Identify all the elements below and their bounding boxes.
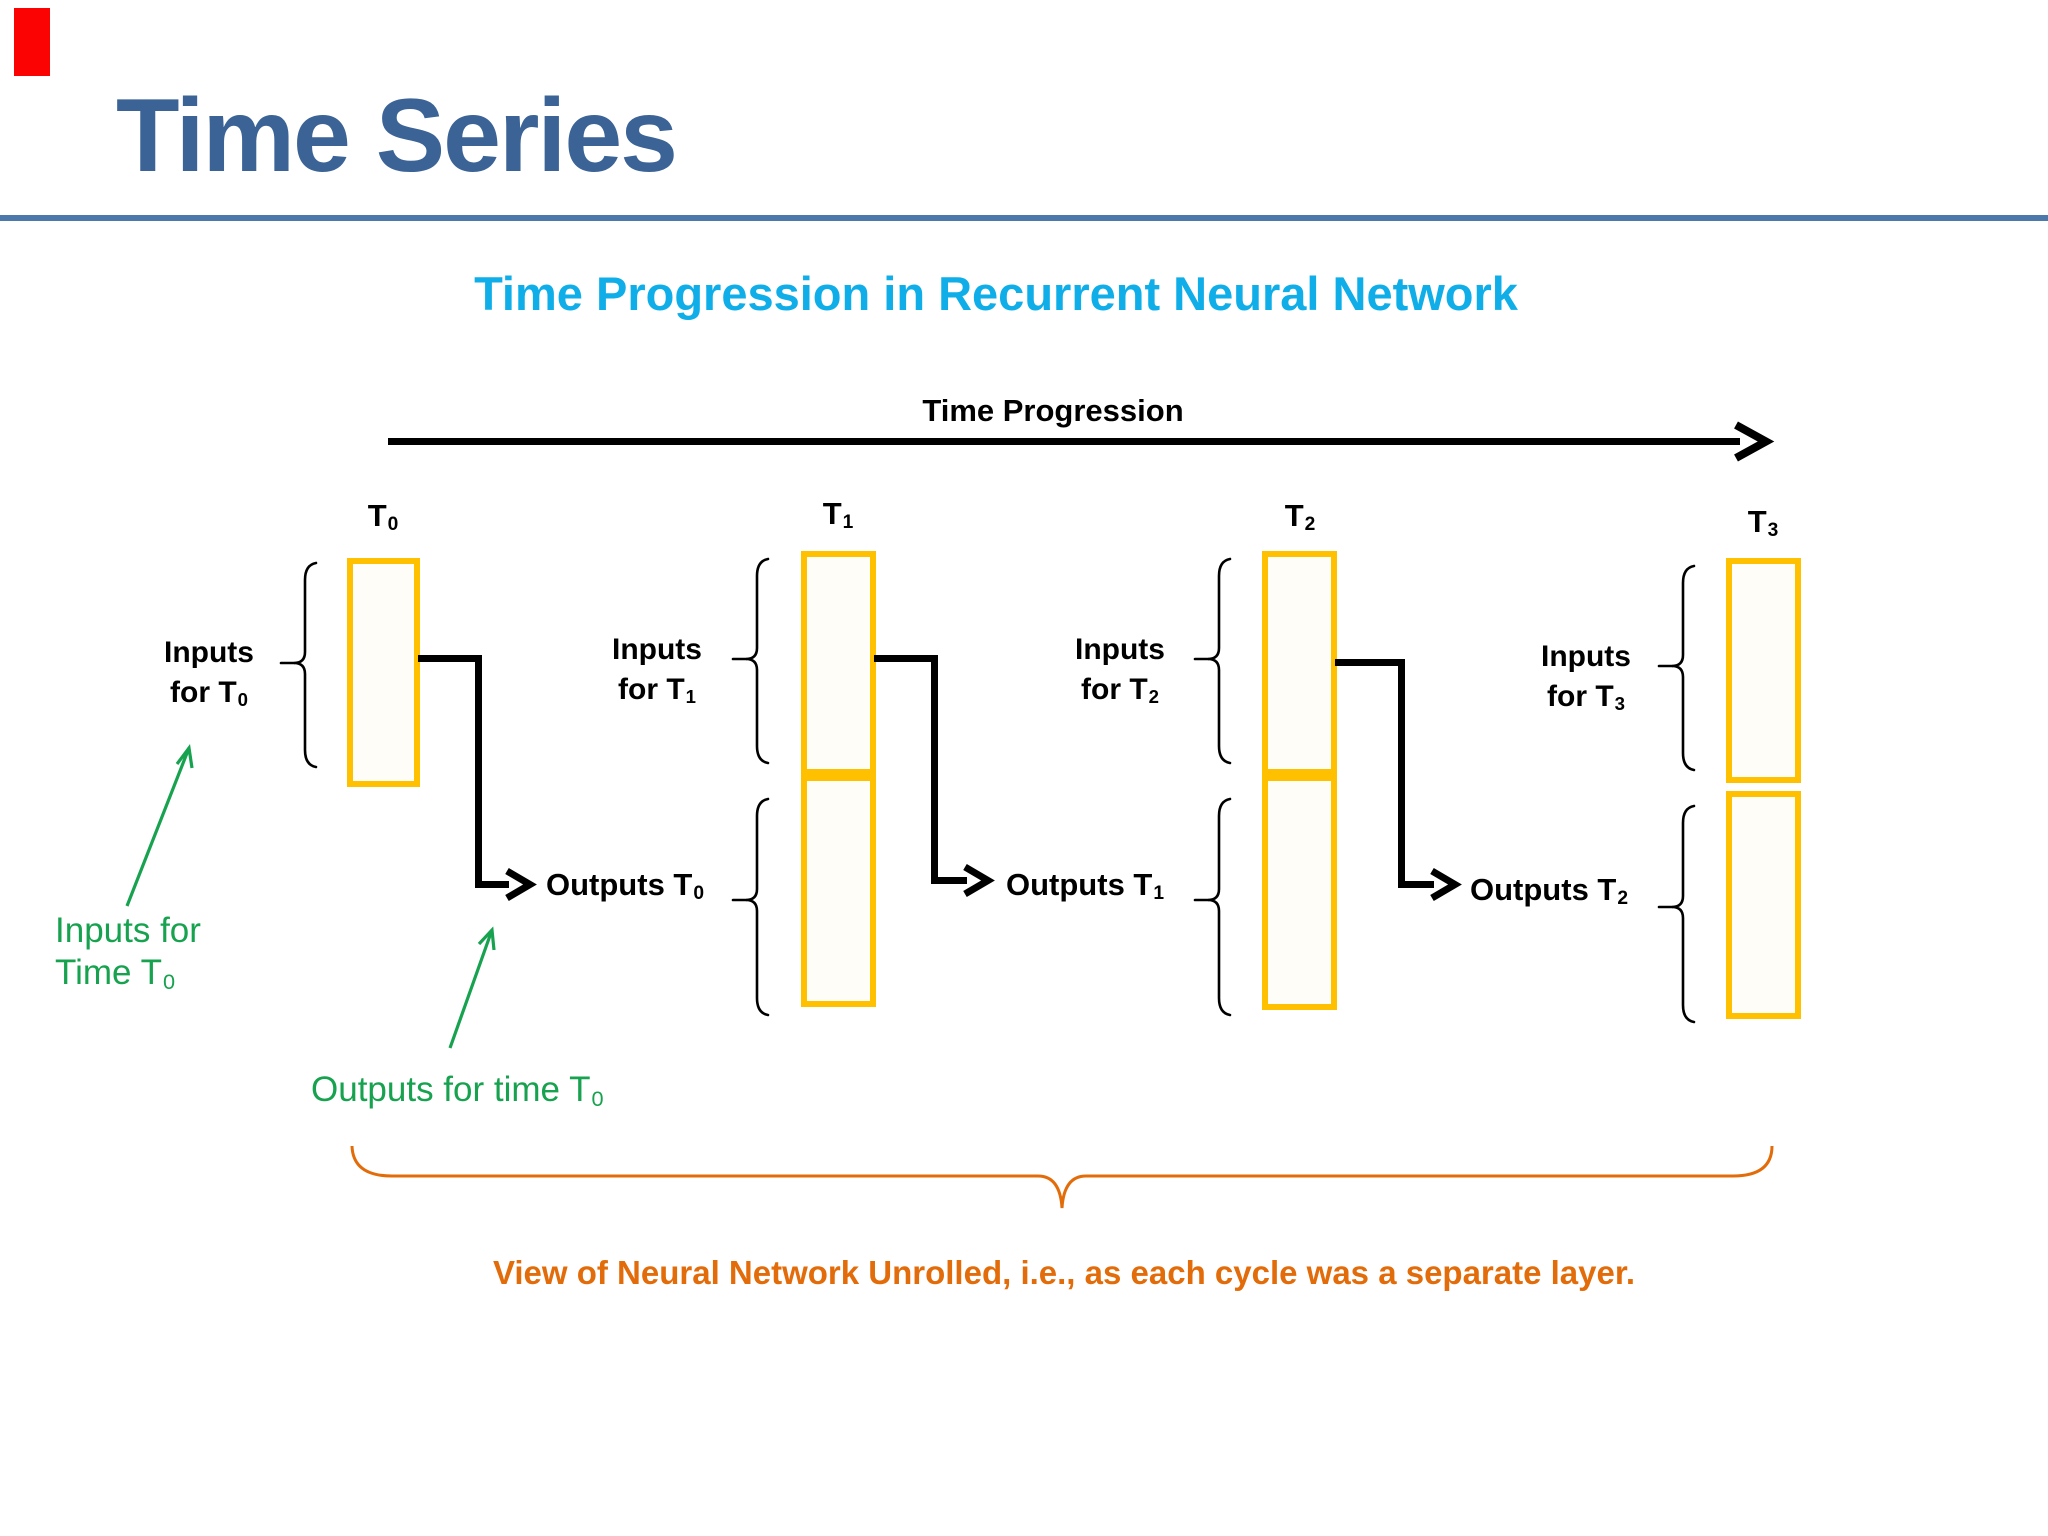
- t0-label-sub: 0: [387, 514, 399, 536]
- outputs-t1-base: Outputs T: [1006, 867, 1153, 902]
- t2-inputs-box: [1262, 551, 1337, 775]
- t0-label-base: T: [367, 498, 387, 533]
- t3-inputs-label: Inputs for T3: [1541, 637, 1631, 720]
- t2-label-base: T: [1284, 498, 1304, 533]
- t2-connector-horizontal: [1335, 659, 1405, 666]
- t2-inputs-line1: Inputs: [1075, 633, 1165, 666]
- t3-output-brace: [1657, 804, 1696, 1024]
- inputs-for-time-t0-note: Inputs for Time T0: [55, 910, 201, 998]
- t0-inputs-sub: 0: [237, 689, 248, 711]
- t1-output-brace: [731, 797, 770, 1017]
- t1-inputs-line1: Inputs: [612, 633, 702, 666]
- t1-input-brace: [731, 557, 770, 765]
- t3-input-brace: [1657, 564, 1696, 772]
- t1-connector-vertical: [931, 655, 938, 884]
- outputs-t2-base: Outputs T: [1470, 872, 1617, 907]
- page-title: Time Series: [116, 78, 678, 194]
- t1-connector-arrow-line: [931, 877, 967, 884]
- t3-label-base: T: [1747, 504, 1767, 539]
- t2-output-brace: [1193, 797, 1232, 1017]
- time-step-label-t0: T0: [367, 498, 399, 536]
- t0-inputs-label: Inputs for T0: [164, 633, 254, 716]
- outputs-note-sub: 0: [591, 1085, 604, 1111]
- outputs-t2-sub: 2: [1617, 888, 1629, 910]
- inputs-note-line2: Time T: [55, 953, 162, 992]
- title-divider: [0, 215, 2048, 221]
- t1-inputs-box: [801, 551, 876, 775]
- t2-inputs-line2: for T: [1081, 673, 1148, 706]
- green-arrowhead-outputs-icon: [477, 926, 496, 951]
- time-step-label-t3: T3: [1747, 504, 1779, 542]
- outputs-t1-label: Outputs T1: [1006, 867, 1165, 905]
- t3-outputs-box: [1726, 791, 1801, 1019]
- t0-box: [347, 558, 420, 787]
- t0-connector-arrow-line: [475, 881, 509, 888]
- green-arrow-inputs-icon: [125, 747, 191, 907]
- t2-connector-arrow-line: [1398, 881, 1434, 888]
- t2-outputs-box: [1262, 775, 1337, 1010]
- t0-connector-vertical: [475, 655, 482, 888]
- red-accent-bar: [14, 8, 50, 76]
- t2-connector-vertical: [1398, 659, 1405, 888]
- t3-inputs-line1: Inputs: [1541, 640, 1631, 673]
- outputs-t2-label: Outputs T2: [1470, 872, 1629, 910]
- inputs-note-sub: 0: [162, 968, 176, 994]
- t0-connector-horizontal: [418, 655, 480, 662]
- t2-inputs-label: Inputs for T2: [1075, 630, 1165, 713]
- t0-inputs-line2: for T: [170, 676, 237, 709]
- t1-inputs-label: Inputs for T1: [612, 630, 702, 713]
- time-axis-arrowhead-icon: [1734, 421, 1775, 462]
- outputs-t0-label: Outputs T0: [546, 867, 705, 905]
- inputs-note-line1: Inputs for: [55, 911, 201, 950]
- t1-outputs-box: [801, 775, 876, 1007]
- outputs-for-time-t0-note: Outputs for time T0: [311, 1069, 604, 1115]
- t2-arrowhead-icon: [1430, 867, 1462, 902]
- diagram-title: Time Progression in Recurrent Neural Net…: [474, 267, 1518, 320]
- outputs-note-base: Outputs for time T: [311, 1070, 591, 1109]
- time-axis-arrow: [388, 438, 1740, 445]
- green-arrowhead-inputs-icon: [175, 743, 194, 769]
- t1-label-base: T: [822, 496, 842, 531]
- t2-inputs-sub: 2: [1148, 686, 1159, 708]
- unrolled-underbrace: [350, 1145, 1774, 1209]
- t3-label-sub: 3: [1767, 520, 1779, 542]
- outputs-t1-sub: 1: [1153, 883, 1165, 905]
- t1-label-sub: 1: [842, 512, 854, 534]
- green-arrow-outputs-icon: [448, 929, 494, 1049]
- outputs-t0-base: Outputs T: [546, 867, 693, 902]
- t2-label-sub: 2: [1304, 514, 1316, 536]
- t0-arrowhead-icon: [505, 867, 537, 902]
- unrolled-caption: View of Neural Network Unrolled, i.e., a…: [492, 1254, 1636, 1291]
- t1-arrowhead-icon: [963, 863, 995, 898]
- t3-inputs-line2: for T: [1547, 680, 1614, 713]
- t3-inputs-box: [1726, 558, 1801, 783]
- t1-inputs-line2: for T: [618, 673, 685, 706]
- t1-connector-horizontal: [874, 655, 938, 662]
- t0-input-brace: [279, 561, 318, 769]
- t0-inputs-line1: Inputs: [164, 636, 254, 669]
- t3-inputs-sub: 3: [1614, 693, 1625, 715]
- outputs-t0-sub: 0: [693, 883, 705, 905]
- time-step-label-t2: T2: [1284, 498, 1316, 536]
- time-step-label-t1: T1: [822, 496, 854, 534]
- t2-input-brace: [1193, 557, 1232, 765]
- time-axis-label: Time Progression: [922, 393, 1184, 428]
- t1-inputs-sub: 1: [685, 686, 696, 708]
